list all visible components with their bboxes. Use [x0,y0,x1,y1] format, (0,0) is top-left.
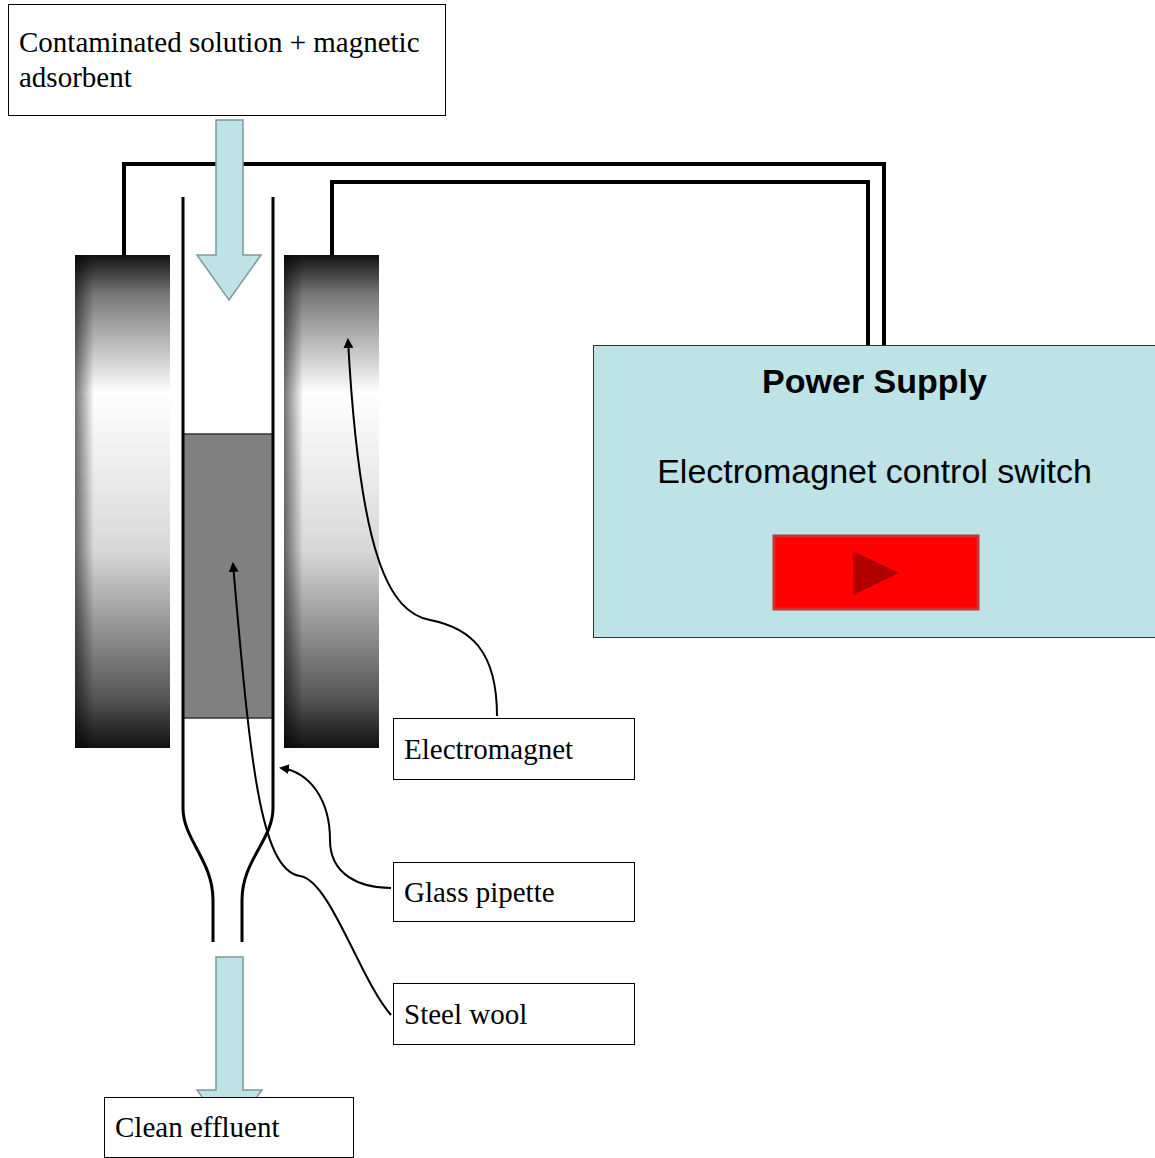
node-title: Contaminated solution + magnetic adsorbe… [19,25,435,95]
glass-pipette [242,197,273,942]
node-text: Electromagnet control switch [594,452,1155,491]
part-label: Glass pipette [393,862,635,922]
node-title: Glass pipette [404,875,624,910]
output-label: Clean effluent [104,1097,354,1158]
leader-line [281,768,391,888]
input-label: Contaminated solution + magnetic adsorbe… [8,4,446,116]
node-title: Clean effluent [115,1110,343,1145]
node-title: Electromagnet [404,732,624,767]
electromagnet-left [75,255,170,748]
inflow-arrow [197,120,261,300]
wire [332,182,868,346]
leader-line [233,564,391,1015]
glass-pipette [183,197,213,942]
node-title: Steel wool [404,997,624,1032]
steel-wool [183,434,273,718]
part-label: Steel wool [393,983,635,1045]
power-supply-box: Power SupplyElectromagnet control switch [593,345,1155,638]
node-title: Power Supply [594,362,1155,401]
leader-line [348,340,497,716]
part-label: Electromagnet [393,718,635,780]
